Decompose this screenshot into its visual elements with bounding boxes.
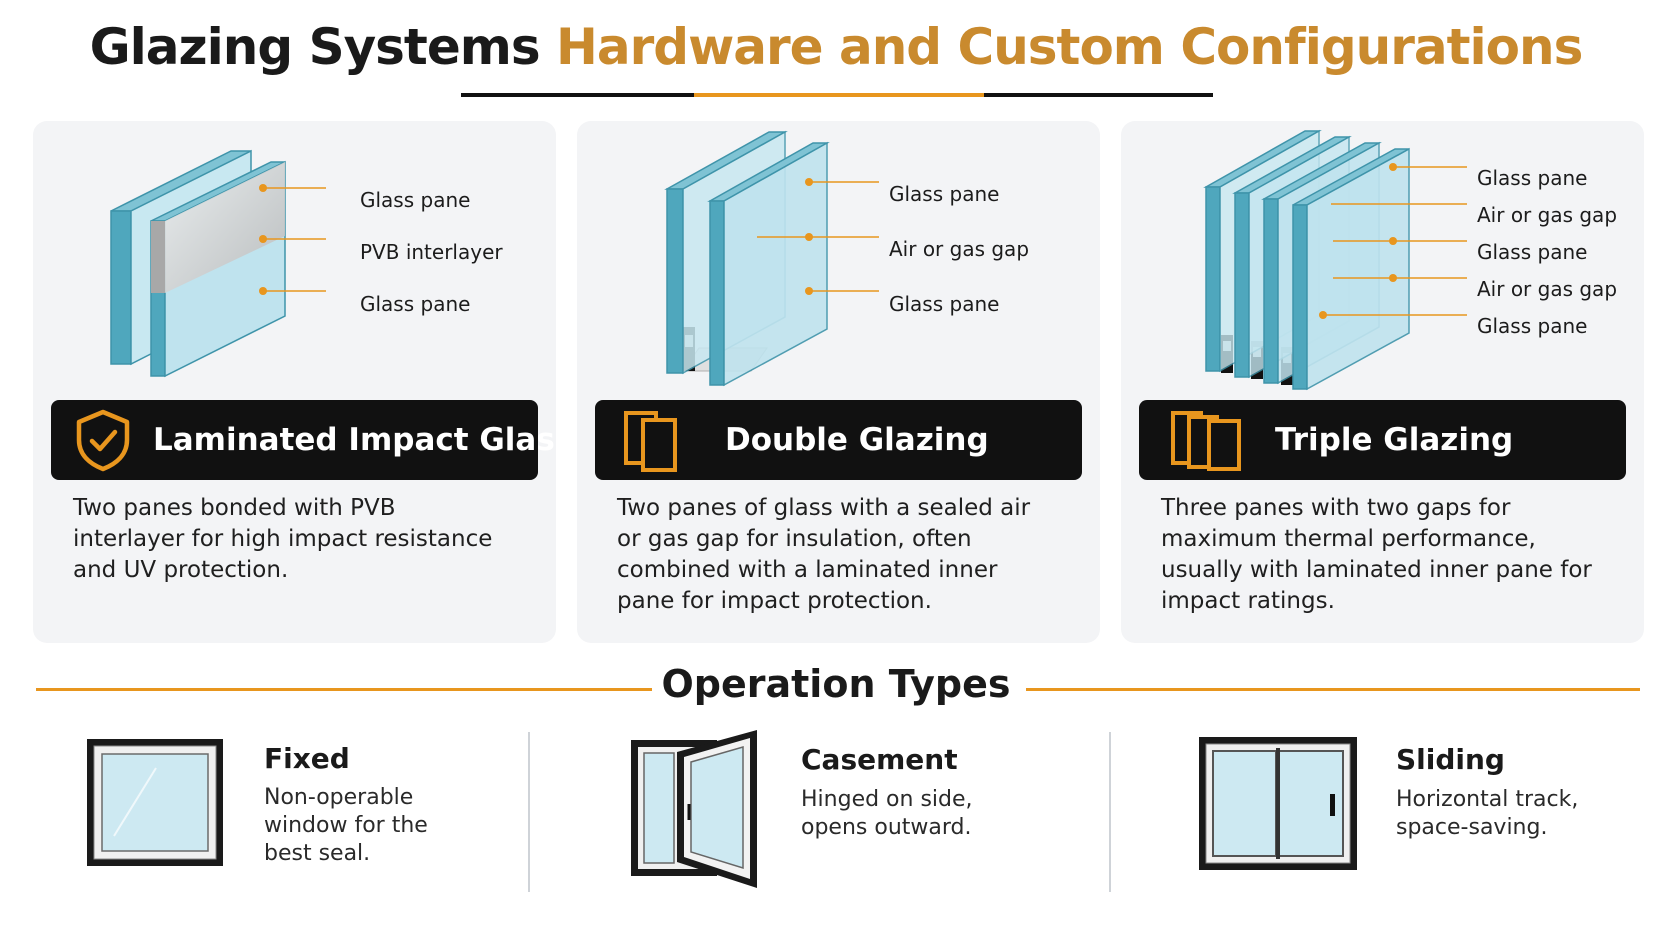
section-rule-left <box>36 688 652 691</box>
section-rule-right <box>1026 688 1640 691</box>
banner-laminated-impact-glass: Laminated Impact Glass <box>51 400 573 480</box>
callout-glass-pane: Glass pane <box>1477 166 1588 190</box>
sliding-window-icon <box>1199 737 1357 870</box>
divider <box>1109 732 1111 892</box>
callout-glass-pane: Glass pane <box>360 292 471 316</box>
shield-check-icon <box>76 409 130 472</box>
card-description: Two panes of glass with a sealed air or … <box>617 495 1031 614</box>
banner-double-glazing: Double Glazing <box>595 400 1082 480</box>
double-pane-icon <box>624 411 677 472</box>
triple-pane-icon <box>1171 411 1241 471</box>
callout-glass-pane: Glass pane <box>1477 314 1588 338</box>
fixed-window-icon <box>87 739 223 866</box>
casement-window-icon <box>631 730 757 888</box>
callout-air-gas-gap: Air or gas gap <box>889 237 1030 261</box>
card-double-glazing: Glass pane Air or gas gap Glass pane Dou… <box>577 121 1100 643</box>
title-underline-accent <box>694 93 984 97</box>
card-laminated-impact-glass: Glass pane PVB interlayer Glass pane Lam… <box>33 121 573 643</box>
title-accent: Hardware and Custom Configurations <box>556 18 1583 76</box>
laminated-glass-illustration <box>110 149 326 378</box>
card-description: Two panes bonded with PVB interlayer for… <box>73 495 493 583</box>
op-description: Horizontal track, space-saving. <box>1396 787 1579 840</box>
page-title: Glazing Systems Hardware and Custom Conf… <box>0 18 1672 76</box>
double-glazing-illustration <box>664 130 879 387</box>
divider <box>528 732 530 892</box>
callout-glass-pane: Glass pane <box>360 188 471 212</box>
card-triple-glazing: Glass pane Air or gas gap Glass pane Air… <box>1121 121 1644 643</box>
op-name: Sliding <box>1396 743 1505 776</box>
callout-glass-pane: Glass pane <box>1477 240 1588 264</box>
banner-title: Double Glazing <box>725 422 989 458</box>
callout-air-gas-gap: Air or gas gap <box>1477 277 1618 301</box>
banner-title: Triple Glazing <box>1275 422 1514 458</box>
title-main: Glazing Systems <box>89 18 541 76</box>
triple-glazing-illustration <box>1203 129 1467 391</box>
op-name: Fixed <box>264 742 350 775</box>
card-description: Three panes with two gaps for maximum th… <box>1161 495 1592 614</box>
callout-pvb-interlayer: PVB interlayer <box>360 240 503 264</box>
op-description: Hinged on side, opens outward. <box>801 787 973 840</box>
title-underline <box>461 93 1213 97</box>
callout-glass-pane: Glass pane <box>889 292 1000 316</box>
section-title: Operation Types <box>661 662 1011 706</box>
banner-triple-glazing: Triple Glazing <box>1139 400 1626 480</box>
banner-title: Laminated Impact Glass <box>153 422 574 458</box>
callout-air-gas-gap: Air or gas gap <box>1477 203 1618 227</box>
callout-glass-pane: Glass pane <box>889 182 1000 206</box>
op-name: Casement <box>801 743 958 776</box>
op-description: Non-operable window for the best seal. <box>264 785 428 866</box>
